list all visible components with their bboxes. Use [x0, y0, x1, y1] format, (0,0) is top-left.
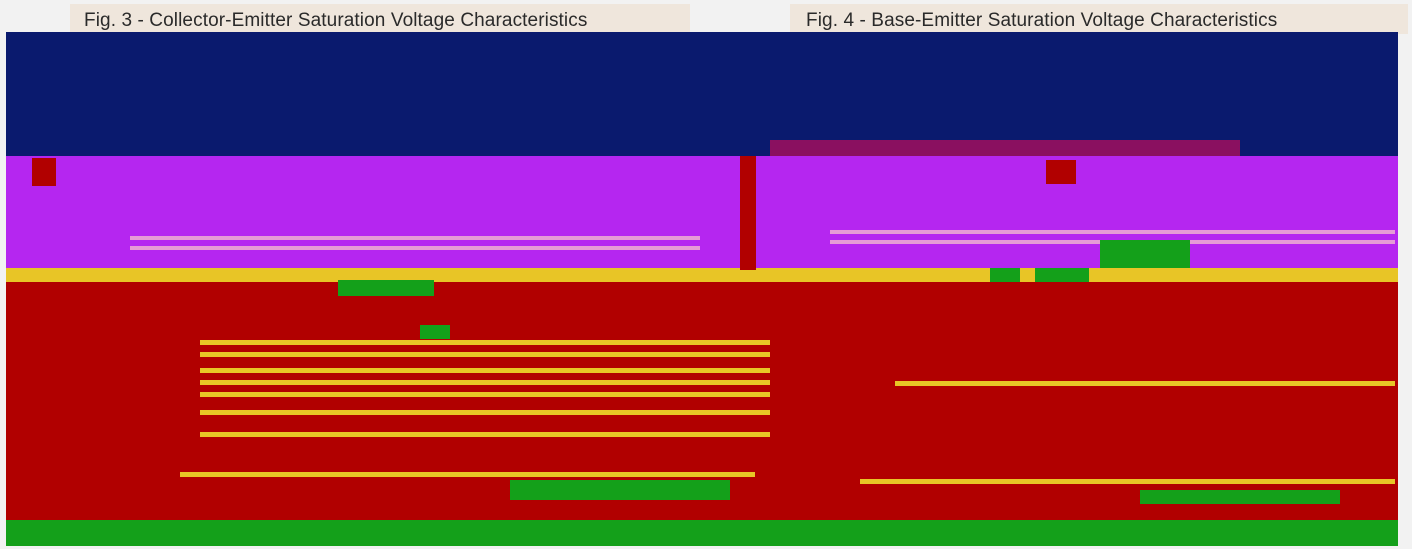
chart-2-yellow-gridline-0	[895, 381, 1395, 386]
plot-band-green	[6, 520, 1398, 546]
green-mark-4	[1100, 240, 1190, 268]
chart-1-yellow-gridline-3	[200, 380, 770, 385]
chart-1-yellow-gridline-2	[200, 368, 770, 373]
plot-band-navy	[6, 32, 1398, 156]
green-mark-6	[1140, 490, 1340, 504]
chart-2-gridline-0	[830, 230, 1395, 234]
green-mark-5	[510, 480, 730, 500]
chart-1-yellow-gridline-bottom	[180, 472, 755, 477]
chart-divider-red	[740, 156, 756, 270]
chart-1-title-background	[70, 4, 690, 34]
chart-2-yellow-gridline-bottom	[860, 479, 1395, 484]
chart-1-gridline-1	[130, 246, 700, 250]
chart-2-title-background	[790, 4, 1408, 34]
chart-1-yellow-gridline-1	[200, 352, 770, 357]
chart-1-axis-stub	[32, 158, 56, 186]
chart-1-gridline-0	[130, 236, 700, 240]
chart-1-yellow-gridline-0	[200, 340, 770, 345]
chart-1-yellow-gridline-5	[200, 410, 770, 415]
green-mark-3	[1035, 268, 1089, 282]
green-mark-0	[338, 280, 434, 296]
chart-1-title: Fig. 3 - Collector-Emitter Saturation Vo…	[84, 10, 588, 31]
chart-2-title: Fig. 4 - Base-Emitter Saturation Voltage…	[806, 10, 1278, 31]
chart-2-axis-stub	[1046, 160, 1076, 184]
green-mark-1	[420, 325, 450, 339]
green-mark-2	[990, 268, 1020, 282]
chart-2-top-strip	[770, 140, 1240, 156]
chart-1-yellow-gridline-4	[200, 392, 770, 397]
chart-1-yellow-gridline-6	[200, 432, 770, 437]
